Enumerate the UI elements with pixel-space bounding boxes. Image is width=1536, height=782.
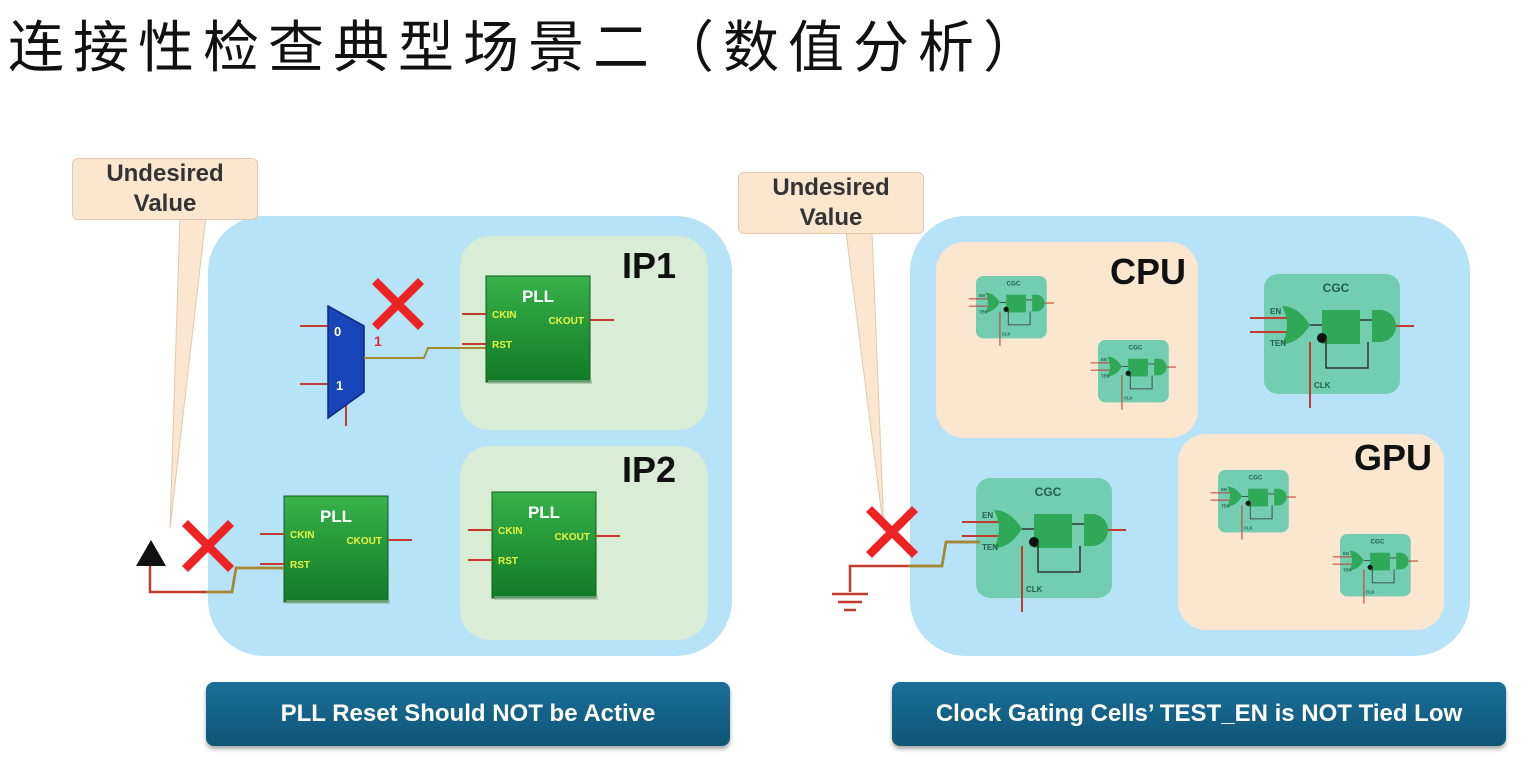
ground-icon (832, 592, 868, 612)
left-callout-pointer (169, 215, 207, 529)
tie-high-triangle-icon (136, 540, 166, 566)
right-callout-pointer (845, 231, 885, 533)
left-scene: IP1 IP2 0 1 1 (136, 215, 732, 656)
left-callout: Undesired Value (72, 158, 258, 220)
page-title: 连接性检查典型场景二（数值分析） (8, 16, 1048, 81)
cgc-cpu-2 (1090, 339, 1177, 411)
tie-high-wire-overlay (206, 566, 284, 594)
cgc-gpu-1 (1210, 469, 1297, 541)
gpu-label: GPU (1354, 437, 1432, 478)
cpu-label: CPU (1110, 251, 1186, 292)
ip1-label: IP1 (622, 245, 676, 286)
left-callout-line1: Undesired (106, 160, 224, 187)
cgc-cpu-1 (968, 275, 1055, 347)
mux-to-pll-wire (364, 347, 488, 359)
mux-block: 0 1 1 (300, 304, 382, 426)
left-callout-line2: Value (133, 190, 197, 217)
right-caption: Clock Gating Cells’ TEST_EN is NOT Tied … (892, 682, 1506, 746)
ground-wire-overlay (908, 540, 980, 568)
mux-in0-label: 0 (334, 324, 341, 339)
cgc-large-top (1249, 273, 1415, 409)
cgc-large-bottom (961, 477, 1127, 613)
mux-out-label: 1 (374, 333, 382, 349)
ip2-label: IP2 (622, 449, 676, 490)
right-callout: Undesired Value (738, 172, 924, 234)
right-scene: CPU GPU (832, 216, 1470, 656)
mux-in1-label: 1 (336, 378, 343, 393)
cgc-gpu-2 (1332, 533, 1419, 605)
right-callout-line1: Undesired (772, 174, 890, 201)
left-caption: PLL Reset Should NOT be Active (206, 682, 730, 746)
right-callout-line2: Value (799, 204, 863, 231)
